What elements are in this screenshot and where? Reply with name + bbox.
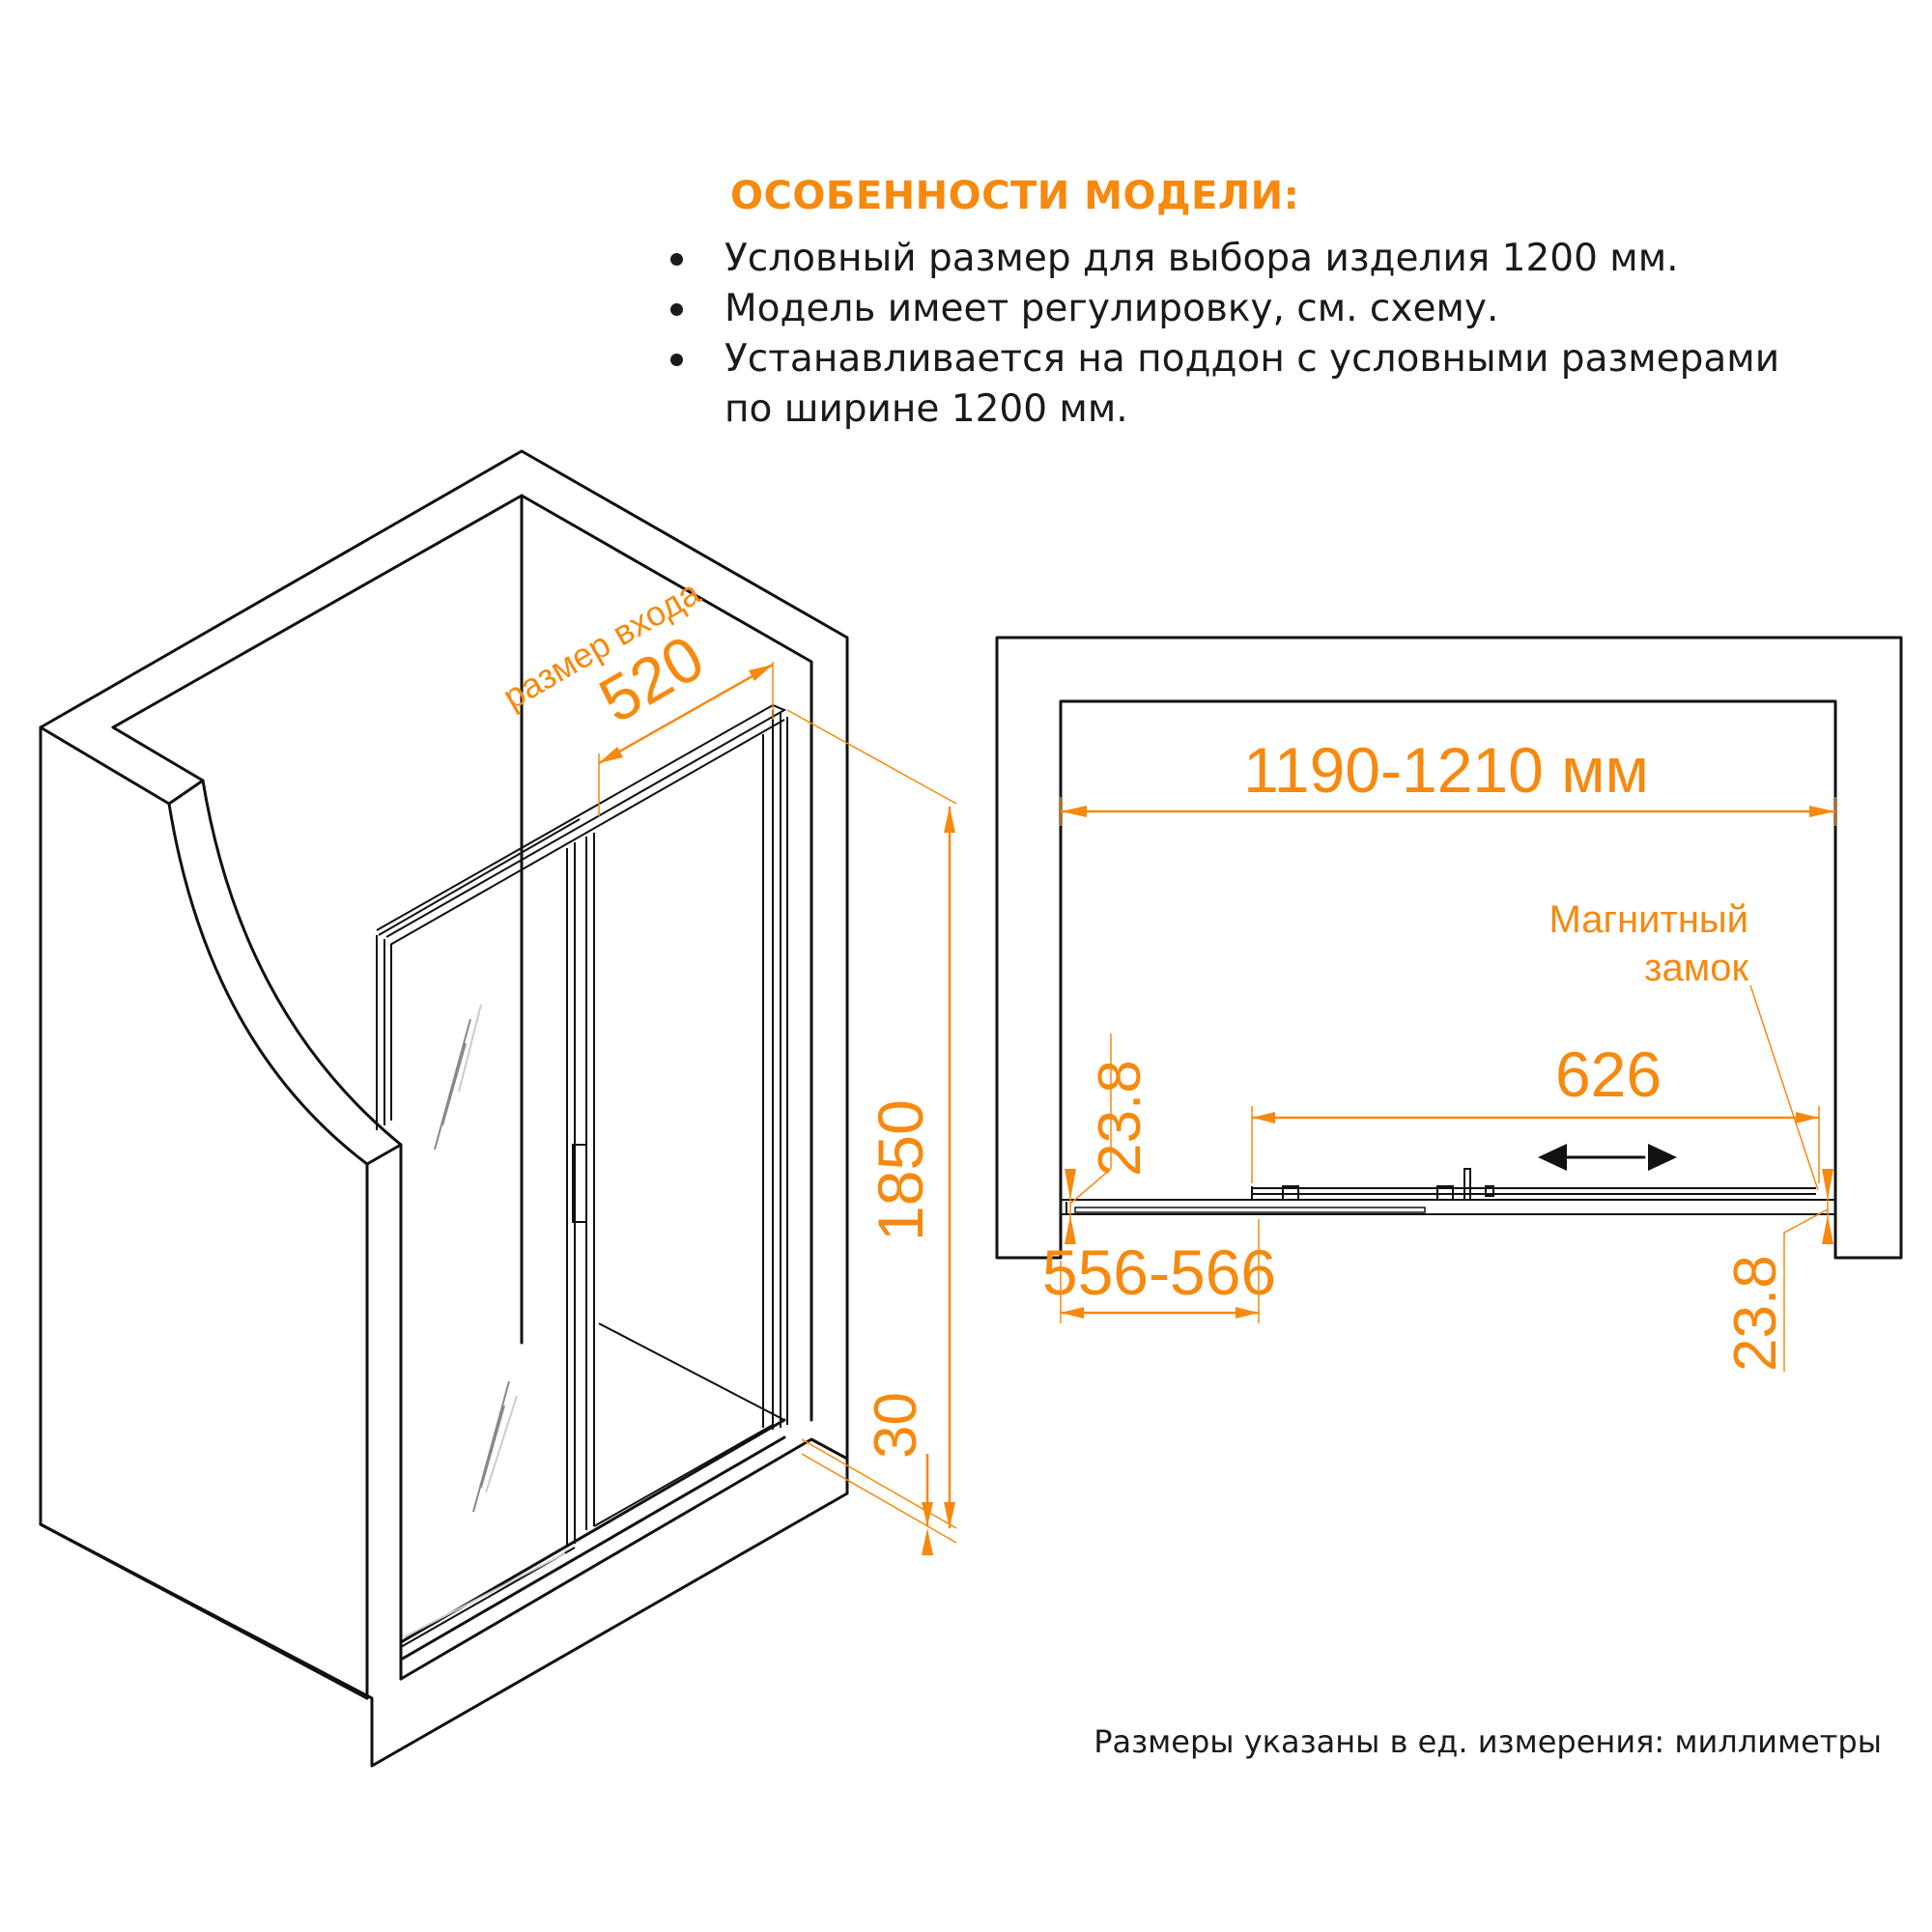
entrance-dimension: размер входа 520 — [497, 572, 774, 816]
right-profile-depth-value: 23.8 — [1722, 1255, 1789, 1372]
total-width-dimension: 1190-1210 мм — [1060, 734, 1836, 826]
glass-reflection — [403, 1004, 566, 1638]
arrow-right-icon — [1648, 1144, 1677, 1171]
units-note: Размеры указаны в ед. измерения: миллиме… — [1094, 1723, 1882, 1760]
right-profile-dimension: 23.8 — [1722, 1169, 1833, 1372]
plan-walls — [995, 636, 1903, 1260]
bullet-icon — [670, 303, 683, 316]
feature-item: Условный размер для выбора изделия 1200 … — [657, 234, 1779, 284]
magnet-lock-callout: Магнитный замок — [1548, 898, 1819, 1191]
sliding-direction-arrow — [1538, 1144, 1677, 1171]
isometric-view: размер входа 520 1850 30 — [39, 449, 957, 1768]
sliding-door-width-value: 626 — [1555, 1038, 1662, 1110]
features-list: Условный размер для выбора изделия 1200 … — [657, 234, 1779, 435]
plan-door-assembly — [1061, 1168, 1835, 1215]
left-profile-depth-value: 23.8 — [1087, 1060, 1153, 1177]
plan-view: 1190-1210 мм Магнитный замок 626 556-566 — [995, 636, 1903, 1372]
shower-door-frame — [376, 703, 788, 1648]
wall-structure — [39, 449, 849, 1768]
fixed-panel-width-value: 556-566 — [1042, 1236, 1276, 1308]
base-height-dimension: 30 — [863, 1392, 933, 1555]
feature-text: Условный размер для выбора изделия 1200 … — [724, 237, 1679, 280]
base-height-value: 30 — [863, 1392, 929, 1459]
left-profile-dimension: 23.8 — [1065, 1034, 1153, 1244]
fixed-panel-dimension: 556-566 — [1042, 1219, 1276, 1323]
sliding-door-dimension: 626 — [1251, 1038, 1820, 1183]
height-dimension: 1850 — [786, 709, 957, 1544]
magnet-lock-label-line1: Магнитный — [1548, 898, 1748, 941]
height-value: 1850 — [865, 1099, 936, 1241]
feature-item: Устанавливается на поддон с условными ра… — [657, 334, 1779, 435]
bullet-icon — [670, 354, 683, 366]
arrow-left-icon — [1538, 1144, 1567, 1171]
features-title: ОСОБЕННОСТИ МОДЕЛИ: — [730, 174, 1300, 218]
magnet-lock-label-line2: замок — [1644, 947, 1748, 989]
feature-item: Модель имеет регулировку, см. схему. — [657, 284, 1779, 334]
total-width-value: 1190-1210 мм — [1243, 734, 1649, 806]
feature-text-continued: по ширине 1200 мм. — [724, 387, 1128, 431]
feature-text: Модель имеет регулировку, см. схему. — [724, 287, 1499, 330]
bullet-icon — [670, 253, 683, 266]
feature-text: Устанавливается на поддон с условными ра… — [724, 337, 1780, 381]
